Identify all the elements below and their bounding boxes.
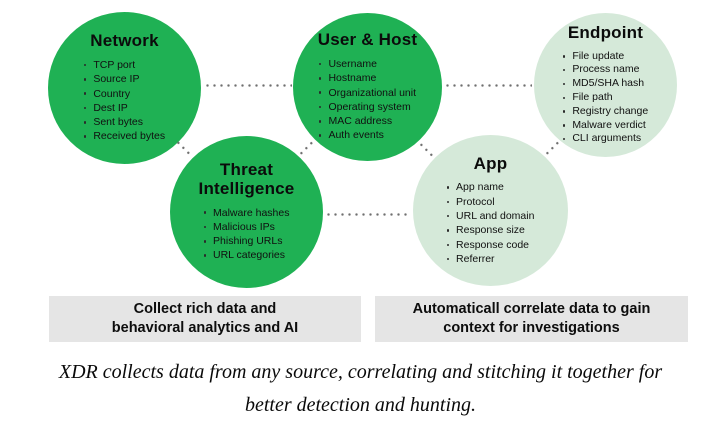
circle-title-endpoint: Endpoint: [567, 22, 644, 42]
circle-title-user-host: User & Host: [317, 30, 418, 50]
list-item: Auth events: [319, 128, 416, 142]
dotted-connector-network-threat: [174, 139, 192, 156]
list-item: Source IP: [84, 72, 165, 86]
list-item: Malicious IPs: [204, 220, 290, 234]
list-item: File path: [563, 91, 648, 105]
list-item: MAC address: [319, 114, 416, 128]
list-item: Username: [319, 57, 416, 71]
list-item: Country: [84, 87, 165, 101]
circle-title-threat-intelligence: Threat Intelligence: [198, 160, 295, 198]
dotted-connector-userhost-app: [417, 141, 435, 158]
circle-threat-intelligence: Threat Intelligence Malware hashes Malic…: [170, 136, 323, 288]
circle-title-network: Network: [90, 31, 159, 51]
list-item: Organizational unit: [319, 86, 416, 100]
circle-list-endpoint: File update Process name MD5/SHA hash Fi…: [563, 50, 648, 147]
list-item: Response code: [447, 238, 535, 252]
list-item: Referrer: [447, 252, 535, 266]
list-item: Registry change: [563, 105, 648, 119]
dotted-connector-userhost-endpoint: [444, 84, 532, 87]
circle-app: App App name Protocol URL and domain Res…: [413, 135, 568, 286]
dotted-connector-threat-app: [325, 213, 411, 216]
list-item: Operating system: [319, 100, 416, 114]
dotted-connector-endpoint-app: [543, 140, 561, 157]
circle-list-network: TCP port Source IP Country Dest IP Sent …: [84, 58, 165, 144]
circle-list-app: App name Protocol URL and domain Respons…: [447, 180, 535, 266]
list-item: TCP port: [84, 58, 165, 72]
list-item: App name: [447, 180, 535, 194]
circle-title-app: App: [473, 153, 508, 173]
list-item: URL and domain: [447, 209, 534, 223]
summary-box-collect: Collect rich data and behavioral analyti…: [49, 296, 361, 342]
list-item: Process name: [563, 63, 648, 77]
circle-user-host: User & Host Username Hostname Organizati…: [293, 13, 442, 161]
summary-box-correlate: Automaticall correlate data to gain cont…: [375, 296, 688, 342]
list-item: URL categories: [204, 248, 290, 262]
list-item: Malware verdict: [563, 119, 648, 133]
dotted-connector-userhost-threat: [297, 140, 315, 157]
list-item: CLI arguments: [563, 132, 648, 146]
list-item: Malware hashes: [204, 206, 289, 220]
circle-network: Network TCP port Source IP Country Dest …: [48, 12, 201, 164]
figure-caption: XDR collects data from any source, corre…: [58, 361, 663, 416]
list-item: Response size: [447, 223, 535, 237]
list-item: Dest IP: [84, 101, 165, 115]
list-item: MD5/SHA hash: [563, 77, 648, 91]
circle-list-user-host: Username Hostname Organizational unit Op…: [319, 57, 416, 143]
list-item: Phishing URLs: [204, 234, 290, 248]
circle-list-threat-intelligence: Malware hashes Malicious IPs Phishing UR…: [204, 206, 290, 263]
dotted-connector-network-userhost: [204, 84, 292, 87]
list-item: File update: [563, 50, 648, 64]
list-item: Received bytes: [84, 129, 165, 143]
list-item: Protocol: [447, 195, 535, 209]
circle-endpoint: Endpoint File update Process name MD5/SH…: [534, 13, 677, 157]
list-item: Sent bytes: [84, 115, 165, 129]
list-item: Hostname: [319, 71, 416, 85]
